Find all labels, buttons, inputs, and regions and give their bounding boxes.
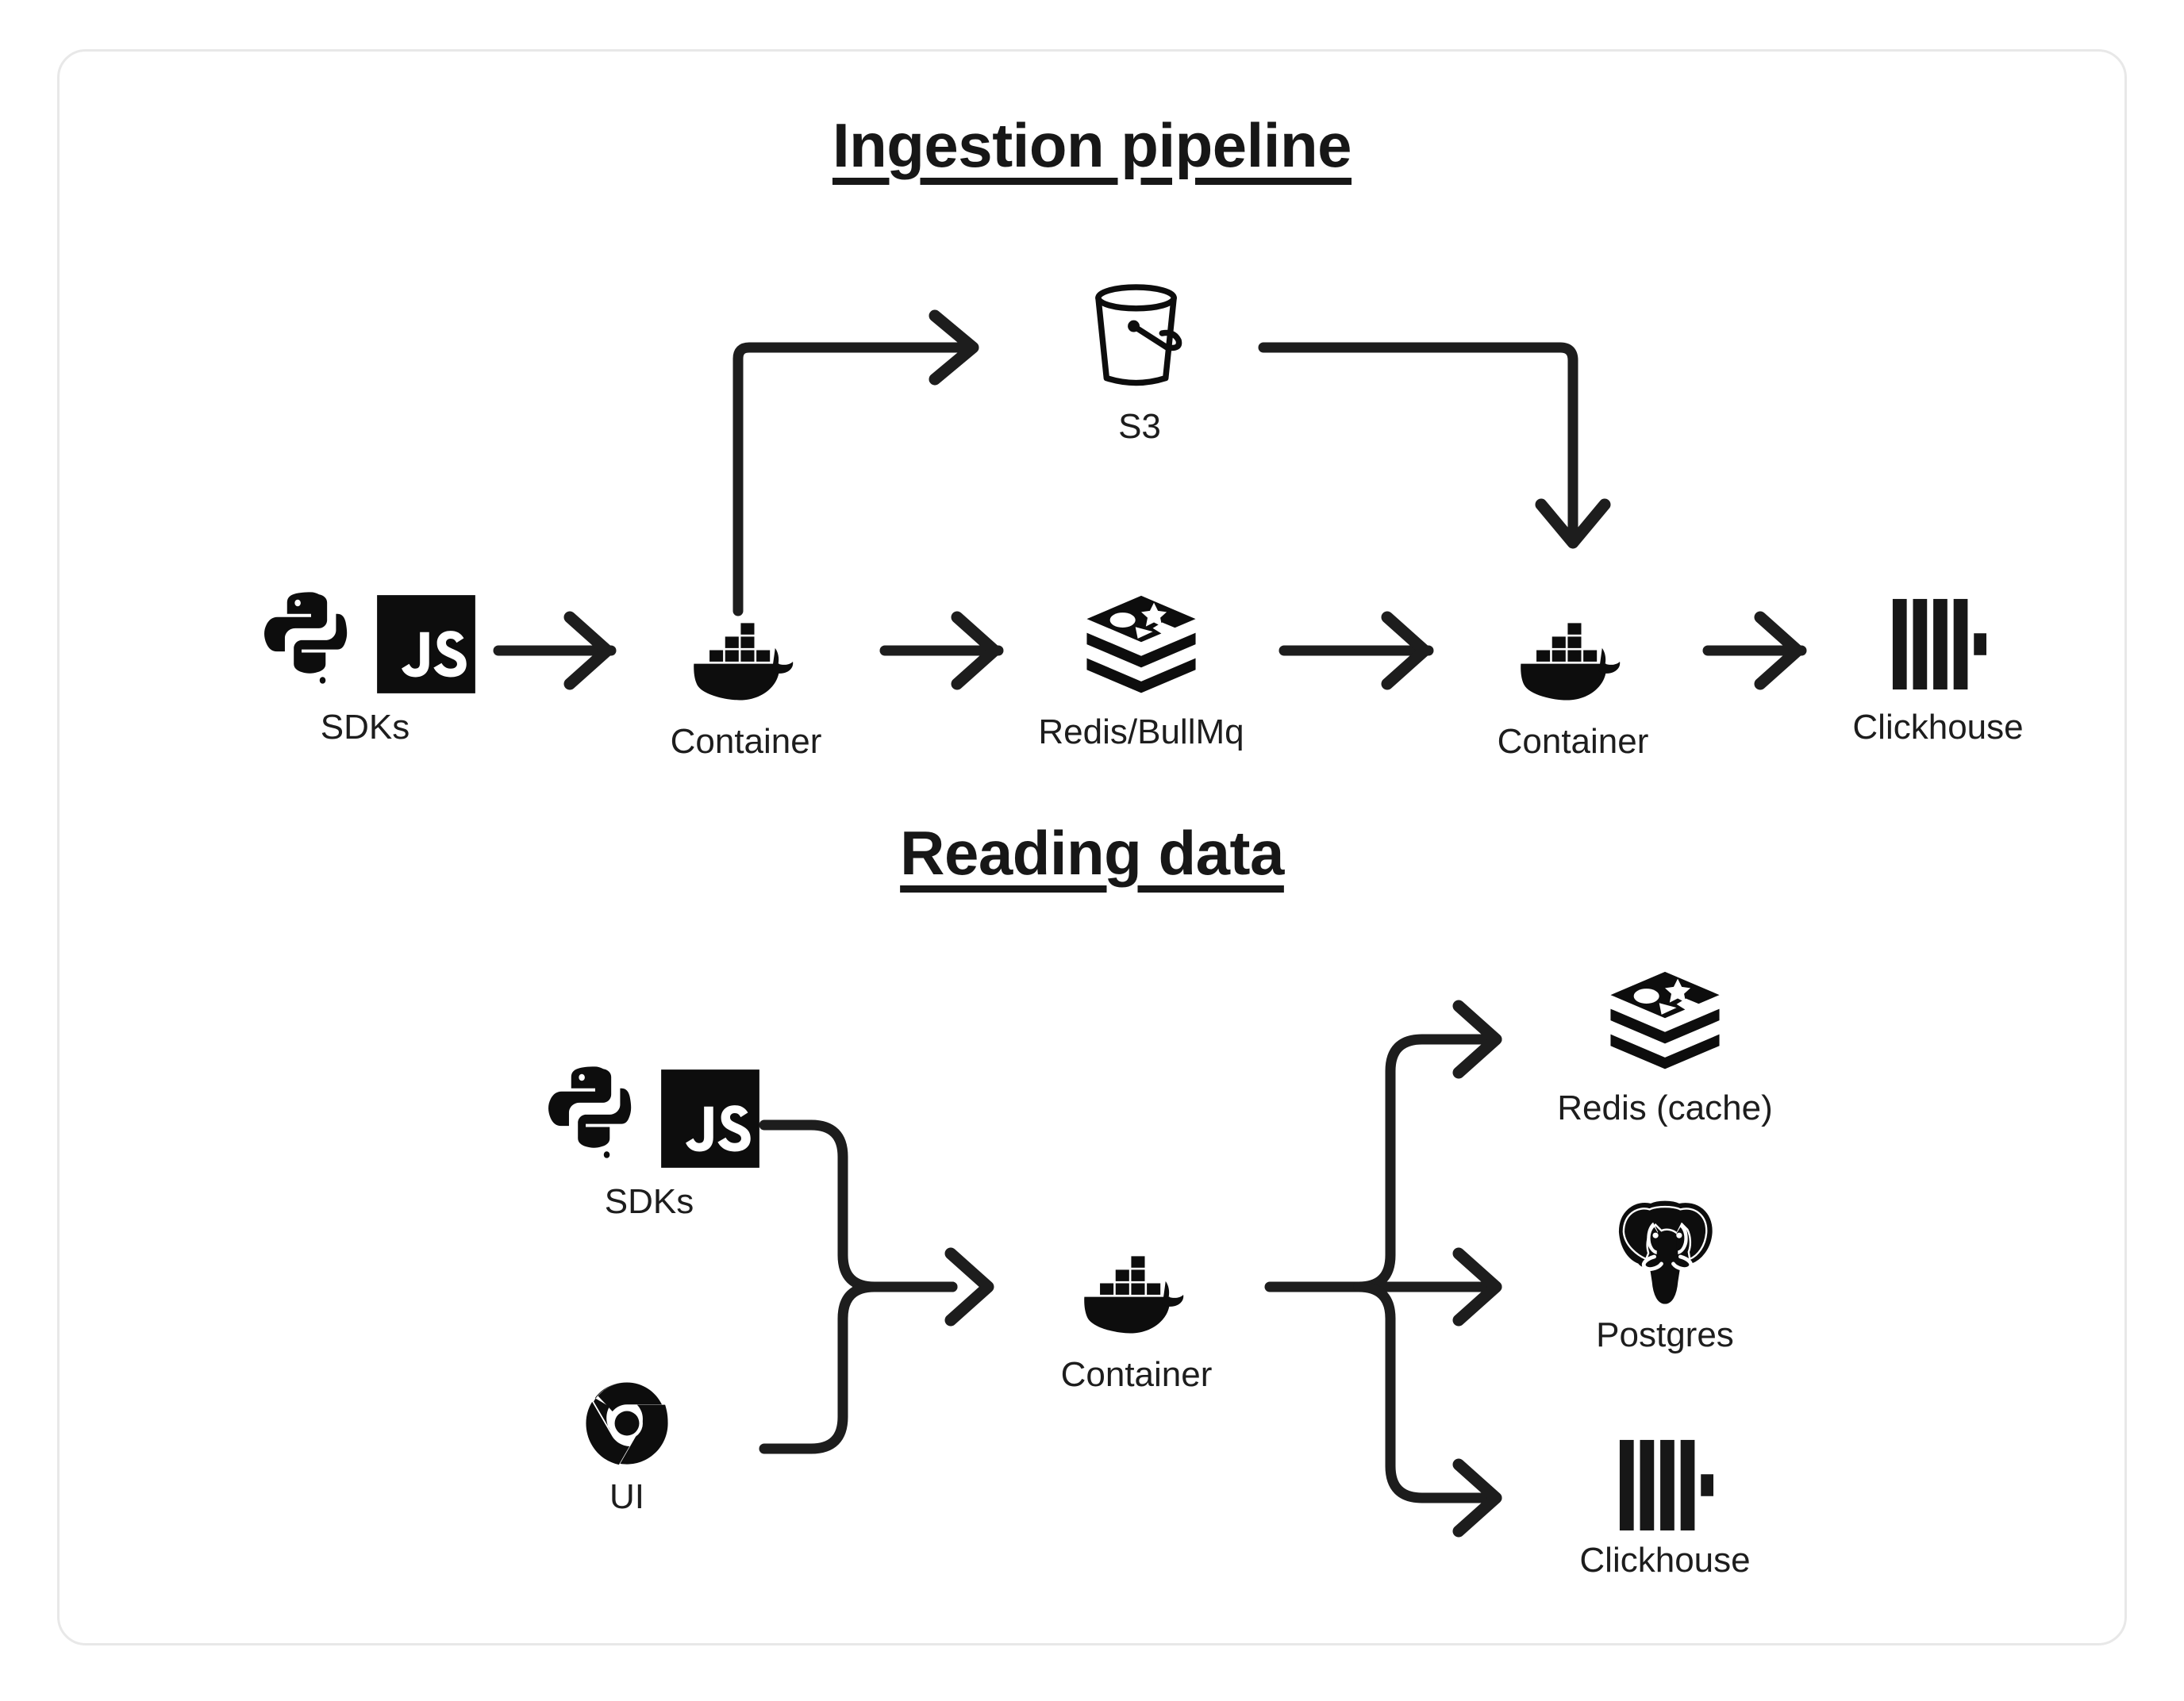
python-icon (548, 1066, 632, 1158)
section-title-ingestion: Ingestion pipeline (832, 110, 1352, 180)
node-container-1[interactable]: Container (579, 603, 913, 760)
docker-icon (1521, 623, 1621, 701)
python-js-sdk-icon (252, 589, 479, 700)
chrome-icon (586, 1382, 668, 1465)
node-ui[interactable]: UI (460, 1377, 794, 1515)
javascript-icon (377, 595, 475, 693)
chrome-browser-icon (583, 1377, 671, 1469)
node-label: UI (609, 1477, 644, 1516)
node-clickhouse-ingestion[interactable]: Clickhouse (1771, 589, 2105, 746)
node-label: Clickhouse (1579, 1541, 1751, 1580)
javascript-icon (661, 1069, 759, 1168)
redis-icon (1086, 595, 1196, 693)
clickhouse-icon (1619, 1439, 1713, 1531)
node-container-3[interactable]: Container (970, 1236, 1303, 1393)
node-label: Redis (cache) (1557, 1089, 1773, 1127)
redis-icon (1610, 971, 1720, 1069)
node-redis-cache[interactable]: Redis (cache) (1498, 970, 1832, 1127)
node-sdks-ingestion[interactable]: SDKs (198, 589, 532, 746)
node-label: Redis/BullMq (1038, 712, 1244, 751)
s3-bucket-icon (1089, 276, 1190, 399)
postgres-elephant-icon (1605, 1196, 1725, 1307)
redis-stack-icon (1082, 593, 1201, 705)
node-clickhouse-reading[interactable]: Clickhouse (1498, 1438, 1832, 1579)
node-label: SDKs (320, 708, 410, 747)
bucket-icon (1095, 283, 1182, 386)
section-title-reading: Reading data (900, 818, 1284, 888)
node-container-2[interactable]: Container (1406, 603, 1740, 760)
node-sdks-reading[interactable]: SDKs (483, 1063, 816, 1220)
redis-stack-icon (1605, 970, 1725, 1081)
node-label: Clickhouse (1852, 708, 2024, 747)
node-label: SDKs (604, 1182, 694, 1221)
clickhouse-icon (1892, 598, 1986, 690)
node-label: Postgres (1596, 1315, 1734, 1354)
node-postgres[interactable]: Postgres (1498, 1196, 1832, 1354)
node-label: S3 (1118, 407, 1161, 446)
docker-whale-icon (679, 603, 813, 714)
clickhouse-bars-icon (1890, 589, 1986, 700)
docker-whale-icon (1069, 1236, 1204, 1347)
clickhouse-bars-icon (1617, 1438, 1713, 1533)
docker-icon (694, 623, 794, 701)
node-label: Container (670, 722, 822, 761)
node-s3[interactable]: S3 (973, 276, 1306, 445)
node-label: Container (1060, 1355, 1213, 1394)
node-label: Container (1497, 722, 1649, 761)
python-js-sdk-icon (536, 1063, 763, 1174)
node-redis-bullmq[interactable]: Redis/BullMq (975, 593, 1308, 751)
docker-whale-icon (1505, 603, 1640, 714)
postgres-icon (1618, 1200, 1713, 1304)
python-icon (264, 592, 348, 684)
docker-icon (1084, 1256, 1184, 1334)
diagram-card (57, 49, 2127, 1645)
